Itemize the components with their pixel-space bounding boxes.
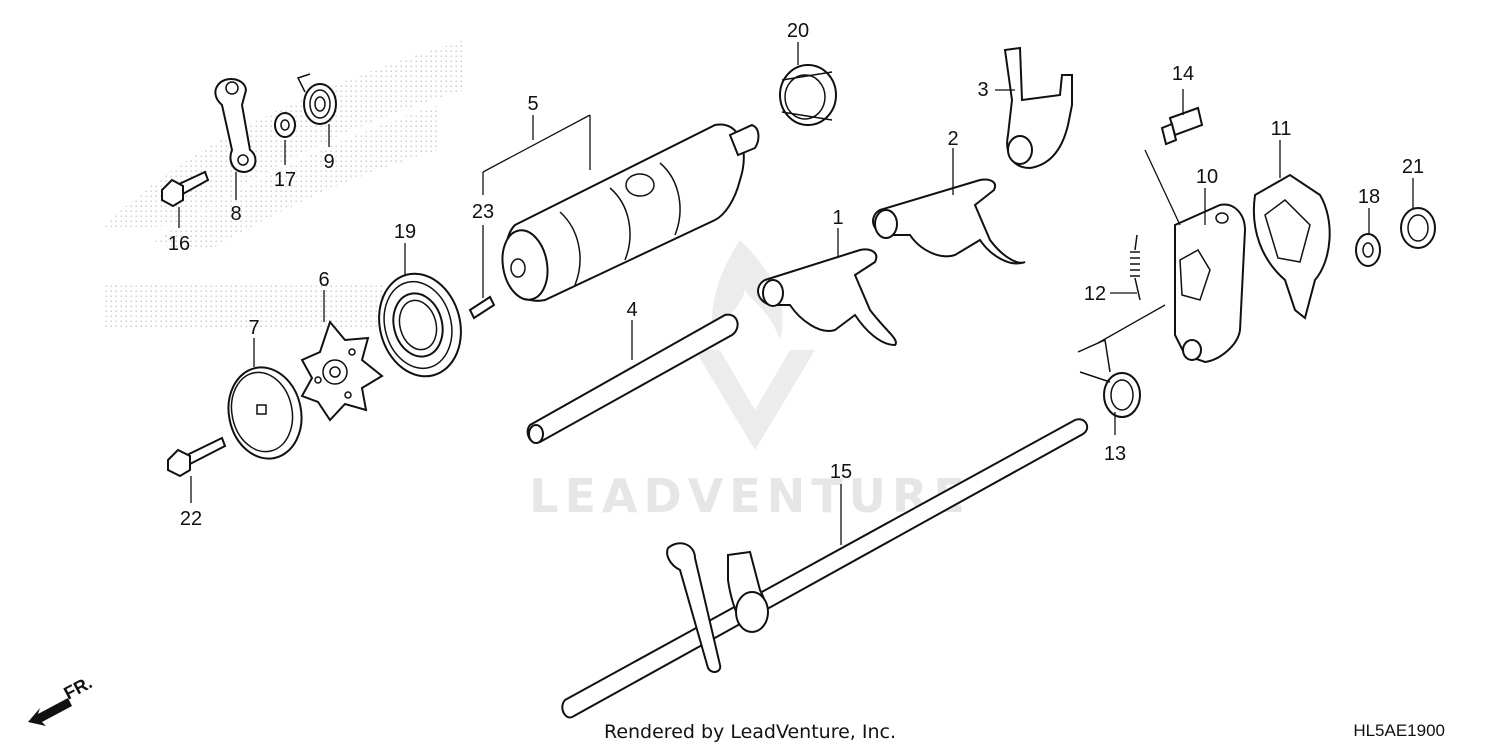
part-16-bolt xyxy=(161,170,210,208)
callout-labels: 1 2 3 4 5 6 7 8 9 10 11 12 13 14 15 16 1… xyxy=(168,20,1424,530)
leader-lines xyxy=(178,42,1414,545)
callout-4: 4 xyxy=(626,299,637,321)
callout-3: 3 xyxy=(977,79,988,101)
watermark-text: LEADVENTURE xyxy=(529,469,971,523)
callout-8: 8 xyxy=(230,203,241,225)
part-2-shift-fork xyxy=(872,178,1026,265)
part-12-spring xyxy=(1130,234,1141,301)
part-13-spring xyxy=(1077,338,1141,418)
callout-16: 16 xyxy=(168,233,190,255)
part-15-shift-spindle xyxy=(561,418,1089,719)
part-8-stopper-arm xyxy=(214,78,257,174)
part-9-spring xyxy=(296,73,337,125)
callout-5: 5 xyxy=(527,93,538,115)
part-14-stud xyxy=(1160,106,1204,146)
callout-22: 22 xyxy=(180,508,202,530)
leadventure-logo-watermark: LEADVENTURE xyxy=(529,240,971,523)
callout-11: 11 xyxy=(1271,118,1292,140)
credit-text: Rendered by LeadVenture, Inc. xyxy=(604,721,896,743)
part-23-pin xyxy=(468,295,496,320)
part-5-shift-drum xyxy=(501,123,760,302)
part-10-stopper-plate xyxy=(1174,203,1247,364)
callout-10: 10 xyxy=(1196,166,1218,188)
part-19-bearing xyxy=(378,272,462,378)
callout-17: 17 xyxy=(274,169,296,191)
part-17-washer xyxy=(274,112,296,138)
callout-13: 13 xyxy=(1104,443,1126,465)
callout-21: 21 xyxy=(1402,156,1424,178)
callout-23: 23 xyxy=(472,201,494,223)
part-6-star-plate xyxy=(300,319,384,422)
callout-15: 15 xyxy=(830,461,852,483)
part-7-plate xyxy=(227,366,303,460)
diagram-code: HL5AE1900 xyxy=(1353,721,1445,740)
callout-14: 14 xyxy=(1172,63,1194,85)
front-direction-arrow: FR. xyxy=(28,672,95,726)
part-4-guide-rod xyxy=(526,313,739,444)
part-3-shift-fork xyxy=(1003,46,1073,170)
callout-1: 1 xyxy=(832,207,843,229)
part-21-bearing xyxy=(1400,207,1436,249)
callout-12: 12 xyxy=(1084,283,1106,305)
part-1-shift-fork xyxy=(757,248,897,347)
callout-19: 19 xyxy=(394,221,416,243)
callout-9: 9 xyxy=(323,151,334,173)
callout-7: 7 xyxy=(248,317,259,339)
part-20-bearing xyxy=(779,64,837,126)
part-11-cam-plate xyxy=(1252,173,1331,320)
direction-label: FR. xyxy=(60,672,95,703)
callout-18: 18 xyxy=(1358,186,1380,208)
part-18-washer xyxy=(1355,233,1381,267)
part-22-bolt xyxy=(167,436,227,478)
callout-20: 20 xyxy=(787,20,809,42)
callout-6: 6 xyxy=(318,269,329,291)
callout-2: 2 xyxy=(947,128,958,150)
